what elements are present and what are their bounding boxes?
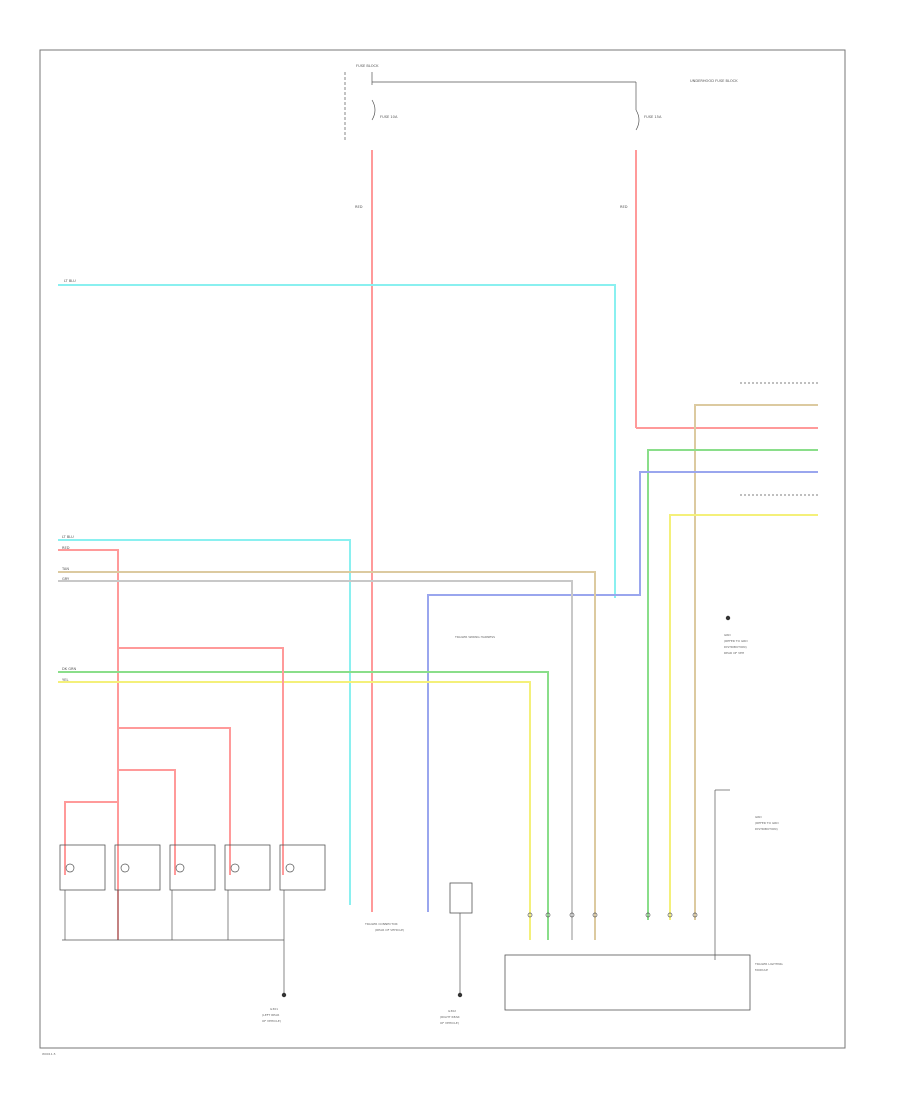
ground-1-label-c: OF VEHICLE): [262, 1019, 281, 1023]
ground-2-label-c: OF VEHICLE): [440, 1021, 459, 1025]
fuse-block-label: FUSE BLOCK: [356, 64, 379, 68]
yellow-mid-label: YEL: [62, 678, 68, 682]
green-mid-label: DK GRN: [62, 667, 77, 671]
lamp-group: [59, 844, 326, 891]
ground-1-label-b: (LEFT REAR: [262, 1013, 279, 1017]
wire-green-right: [647, 449, 818, 920]
cyan-top-label: LT BLU: [64, 279, 76, 283]
fuse-right-label: FUSE 15A: [644, 115, 662, 119]
ground-point-3: [725, 615, 731, 621]
wire-tan-mid: [58, 571, 596, 940]
ground-2-label-b: (RIGHT REAR: [440, 1015, 460, 1019]
fuse-block-top: FUSE BLOCK FUSE 10A FUSE 15A UNDERHOOD F…: [344, 64, 738, 140]
wire-tan-right: [694, 404, 818, 920]
wire-red-branch-2: [118, 727, 231, 875]
right-note-1: GRD: [724, 633, 731, 637]
red-mid-label: RED: [62, 546, 70, 550]
module-label-2: MODULE: [755, 968, 768, 972]
right-lower-2: (REFER TO GRD: [755, 821, 779, 825]
wire-red-branch-1: [118, 647, 284, 875]
wire-green-mid: [58, 671, 549, 940]
underhood-label: UNDERHOOD FUSE BLOCK: [690, 79, 738, 83]
lamp-5: [279, 844, 326, 891]
trailer-connector-label-2: (REAR OF VEHICLE): [375, 928, 404, 932]
cyan-mid-label: LT BLU: [62, 535, 74, 539]
ground-point-2: [457, 992, 463, 998]
wire-red-branch-4: [64, 801, 118, 875]
wire-yellow-mid: [58, 681, 531, 940]
right-note-2: (REFER TO GRD: [724, 639, 748, 643]
right-lower-1: GRD: [755, 815, 762, 819]
red-right-label: RED: [620, 205, 628, 209]
module-label: TRAILER LIGHTING: [754, 962, 783, 966]
trailer-pins: [527, 789, 730, 960]
lamp-4: [224, 844, 271, 891]
wire-cyan-mid: [58, 539, 351, 905]
red-left-label: RED: [355, 205, 363, 209]
wire-cyan-top: [58, 284, 616, 598]
lamp-3: [169, 844, 216, 891]
wire-red-branch-3: [118, 769, 176, 875]
wire-blue-right: [427, 471, 818, 912]
wire-yellow-right: [669, 514, 818, 920]
ground-1-label: G301: [270, 1007, 278, 1011]
right-lower-3: DISTRIBUTION): [755, 827, 778, 831]
lamp-2: [114, 844, 161, 891]
trailer-connector-label: TRAILER CONNECTOR: [364, 922, 398, 926]
ground-point-1: [281, 992, 287, 998]
junction-label: TRAILER WIRING HARNESS: [454, 635, 495, 639]
wire-grey-mid: [58, 580, 573, 940]
ground-2-label: G302: [448, 1009, 456, 1013]
trailer-lighting-module: [504, 954, 751, 1011]
fuse-left-label: FUSE 10A: [380, 115, 398, 119]
middle-connector: G302 (RIGHT REAR OF VEHICLE) TRAILER CON…: [364, 882, 473, 1025]
tan-mid-label: TAN: [61, 567, 69, 571]
grey-mid-label: GRY: [62, 577, 70, 581]
right-note-4: REAR OF VEH: [724, 651, 744, 655]
lamp-1: [59, 844, 106, 891]
footer-code: W0011-5: [42, 1052, 56, 1056]
right-note-3: DISTRIBUTION): [724, 645, 747, 649]
wire-red-mid: [58, 549, 119, 940]
diagram-frame: [39, 49, 846, 1049]
